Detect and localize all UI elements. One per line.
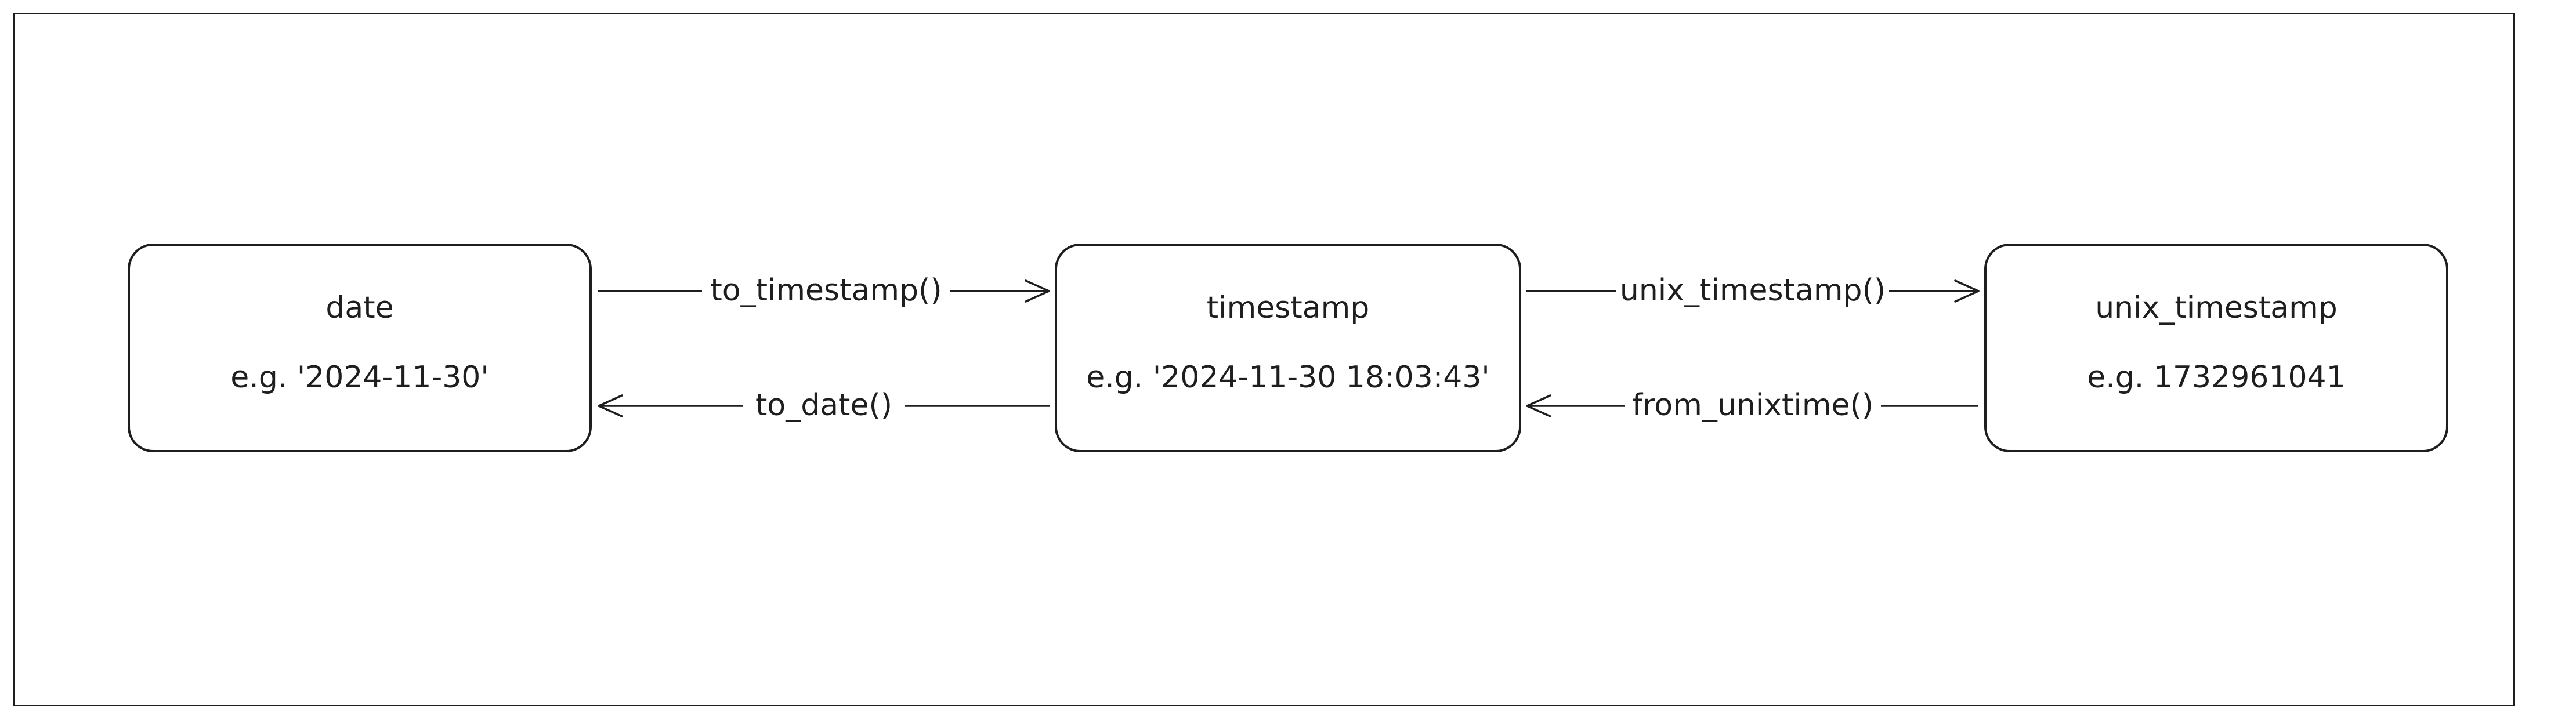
edge-unix-timestamp-label: unix_timestamp() [1620,273,1886,308]
node-timestamp-title: timestamp [1207,290,1370,325]
edge-from-unixtime: from_unixtime() [1526,383,1978,424]
edge-to-timestamp-arrowhead [1025,279,1050,303]
node-date-box [128,244,592,452]
node-date-title: date [325,290,393,325]
node-date: date e.g. '2024-11-30' [128,244,592,452]
node-unix-timestamp-title: unix_timestamp [2095,290,2338,325]
node-timestamp-box [1055,244,1521,452]
edge-to-timestamp-label: to_timestamp() [710,273,942,308]
node-unix-timestamp-example: e.g. 1732961041 [2087,360,2345,395]
node-timestamp-example: e.g. '2024-11-30 18:03:43' [1086,360,1489,395]
edge-to-timestamp: to_timestamp() [598,268,1050,308]
edge-unix-timestamp-arrowhead [1954,279,1980,303]
edge-from-unixtime-arrowhead [1526,394,1551,417]
edge-to-date-arrowhead [598,394,623,417]
node-timestamp: timestamp e.g. '2024-11-30 18:03:43' [1055,244,1521,452]
edge-from-unixtime-label: from_unixtime() [1632,388,1873,423]
edge-unix-timestamp: unix_timestamp() [1526,268,1980,308]
edge-to-date-label: to_date() [755,388,892,423]
edge-to-date: to_date() [598,383,1050,424]
diagram-frame [13,13,2515,706]
node-unix-timestamp-box [1984,244,2448,452]
node-unix-timestamp: unix_timestamp e.g. 1732961041 [1984,244,2448,452]
node-date-example: e.g. '2024-11-30' [230,360,489,395]
